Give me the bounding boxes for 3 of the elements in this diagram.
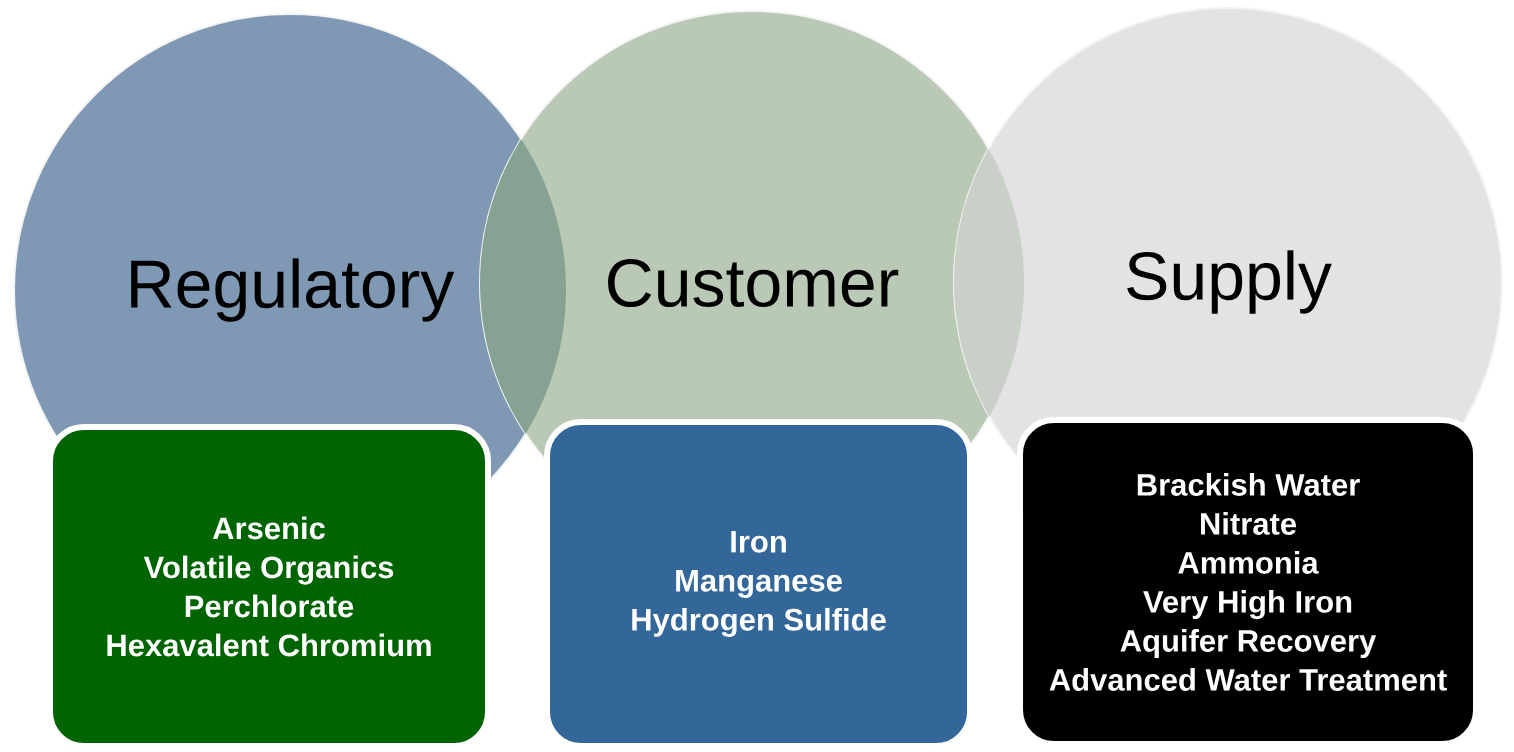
rounded-box: Arsenic Volatile Organics Perchlorate Hexavalent Chromium [47,424,491,749]
rounded-box: Iron Manganese Hydrogen Sulfide [544,419,973,749]
rounded-box: Brackish Water Nitrate Ammonia Very High Iron Aquifer Recovery Advanced Water Treatment [1017,417,1479,747]
